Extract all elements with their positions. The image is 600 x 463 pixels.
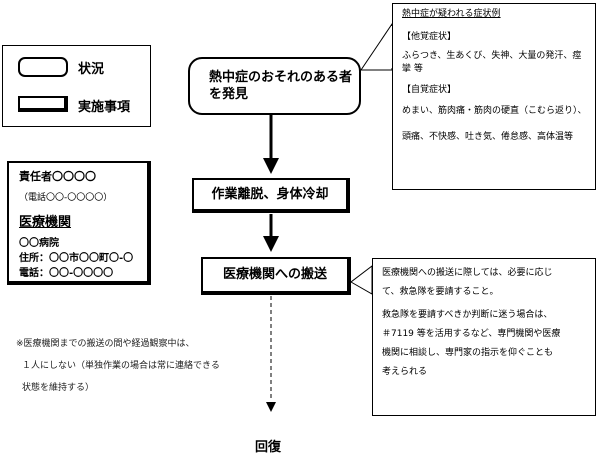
footnote-line1: ※医療機関までの搬送の間や経過観察中は、 xyxy=(16,339,195,349)
responsible-person: 責任者〇〇〇〇 xyxy=(19,170,96,183)
footnote-line2: １人にしない（単独作業の場合は常に連絡できる xyxy=(22,361,220,371)
transport-callout-pointer xyxy=(350,264,373,295)
legend-action-shape xyxy=(18,96,68,112)
arrow-2-head xyxy=(263,236,279,252)
footnote-line3: 状態を維持する） xyxy=(22,383,95,393)
transport-note-line2: て、救急隊を要請すること。 xyxy=(382,287,499,297)
arrow-3-head xyxy=(266,402,276,412)
arrow-1-head xyxy=(263,158,279,174)
responsible-phone: （電話〇〇-〇〇〇〇） xyxy=(19,193,113,203)
subjective-heading: 【自覚症状】 xyxy=(402,85,457,95)
discovery-text: 熱中症のおそれのある者を発見 xyxy=(209,70,353,102)
footnote: ※医療機関までの搬送の間や経過観察中は、 １人にしない（単独作業の場合は常に連絡… xyxy=(16,333,266,399)
legend-status-label: 状況 xyxy=(78,62,105,77)
objective-heading: 【他覚症状】 xyxy=(402,32,457,42)
symptoms-callout-box: 熱中症が疑われる症状例 【他覚症状】 ふらつき、生あくび、失神、大量の発汗、痙攣… xyxy=(392,3,596,190)
subjective-text-1: めまい、筋肉痛・筋肉の硬直（こむら返り）、 xyxy=(402,106,587,116)
objective-text: ふらつき、生あくび、失神、大量の発汗、痙攣 等 xyxy=(402,51,582,74)
institution-heading: 医療機関 xyxy=(19,215,72,230)
legend-box xyxy=(2,45,151,127)
step1-text: 作業離脱、身体冷却 xyxy=(211,187,329,202)
transport-note-line6: 考えられる xyxy=(382,367,428,377)
transport-note-line3: 救急隊を要請すべきか判断に迷う場合は、 xyxy=(382,310,553,320)
transport-note-line1: 医療機関への搬送に際しては、必要に応じ xyxy=(382,268,553,278)
recovery-label: 回復 xyxy=(255,440,282,455)
subjective-text-2: 頭痛、不快感、吐き気、倦怠感、高体温等 xyxy=(402,132,574,142)
hospital-phone: 電話：〇〇-〇〇〇〇 xyxy=(19,268,114,279)
symptoms-callout-pointer xyxy=(360,22,393,71)
legend-status-shape xyxy=(18,57,68,77)
contact-box: 責任者〇〇〇〇 （電話〇〇-〇〇〇〇） 医療機関 〇〇病院 住所：〇〇市〇〇町〇… xyxy=(7,161,151,285)
hospital-name: 〇〇病院 xyxy=(19,238,59,249)
step2-action-box: 医療機関への搬送 xyxy=(201,257,351,295)
hospital-address: 住所：〇〇市〇〇町〇-〇 xyxy=(19,253,134,264)
step1-action-box: 作業離脱、身体冷却 xyxy=(192,178,350,213)
transport-note-line4: ＃7119 等を活用するなど、専門機関や医療 xyxy=(382,329,561,339)
transport-note-box: 医療機関への搬送に際しては、必要に応じ て、救急隊を要請すること。 救急隊を要請… xyxy=(372,258,596,416)
transport-note-line5: 機関に相談し、専門家の指示を仰ぐことも xyxy=(382,348,554,358)
discovery-status-box: 熱中症のおそれのある者を発見 xyxy=(188,57,361,115)
symptoms-title: 熱中症が疑われる症状例 xyxy=(402,9,501,19)
legend-action-label: 実施事項 xyxy=(78,100,131,115)
step2-text: 医療機関への搬送 xyxy=(222,267,327,282)
